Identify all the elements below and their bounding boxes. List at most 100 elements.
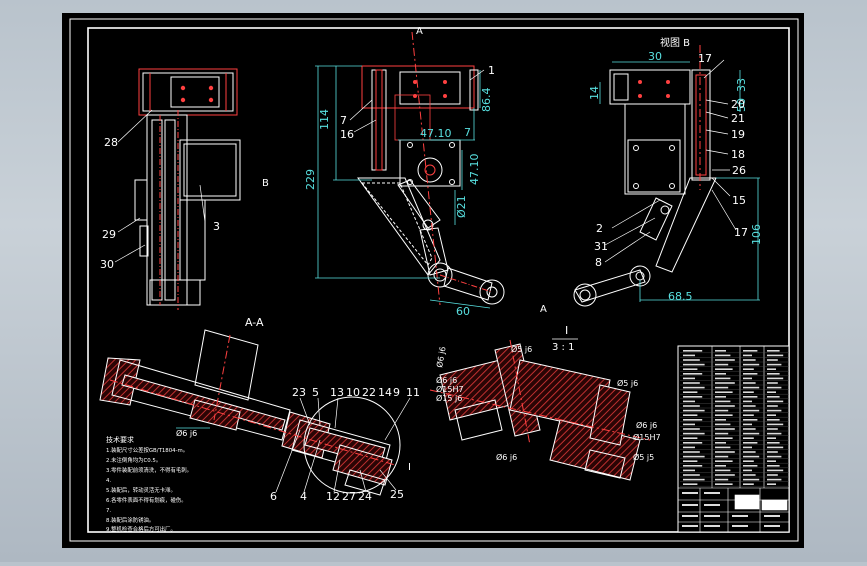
- section-a-a-label: A-A: [245, 316, 264, 329]
- note-line: 6.各零件表面不得有划痕，碰伤。: [106, 496, 187, 504]
- bom-cell-text: [767, 373, 780, 375]
- bom-cell-text: [683, 483, 698, 485]
- bom-cell-text: [743, 386, 760, 389]
- bom-cell-text: [743, 451, 756, 453]
- part-17: 17: [698, 52, 712, 65]
- bom-cell-text: [683, 382, 700, 384]
- bom-cell-text: [715, 377, 731, 380]
- bom-cell-text: [715, 414, 733, 416]
- fit-6: Ø5 j6: [511, 344, 532, 354]
- cut-letter-top: A: [416, 26, 423, 37]
- bom-cell-text: [683, 474, 700, 476]
- bom-cell-text: [743, 423, 752, 426]
- part-28: 28: [104, 136, 118, 149]
- bom-cell-text: [683, 428, 700, 430]
- bom-cell-text: [715, 400, 731, 403]
- inner-border: [87, 27, 790, 533]
- bom-cell-text: [715, 359, 735, 361]
- detail-id: I: [565, 324, 568, 337]
- bom-cell-text: [767, 442, 780, 444]
- bom-cell-text: [683, 432, 705, 435]
- bom-cell-text: [767, 405, 778, 407]
- bom-cell-text: [743, 432, 760, 435]
- bom-cell-text: [715, 354, 731, 357]
- bom-cell-text: [715, 350, 726, 352]
- title-block-text: [704, 492, 720, 494]
- bom-cell-text: [715, 363, 729, 366]
- bom-cell-text: [683, 446, 695, 449]
- part-12: 12: [326, 490, 340, 503]
- bom-cell-text: [683, 414, 698, 416]
- bom-cell-text: [767, 437, 776, 439]
- dim-68-5: 68.5: [668, 290, 693, 303]
- title-block-text: [704, 525, 720, 527]
- detail-scale: 3 : 1: [552, 342, 574, 353]
- bom-cell-text: [767, 400, 784, 403]
- part-24: 24: [358, 490, 372, 503]
- bom-cell-text: [743, 442, 758, 444]
- bom-cell-text: [743, 405, 756, 407]
- bom-cell-text: [743, 419, 758, 421]
- bom-table: [680, 350, 789, 487]
- bom-cell-text: [683, 409, 705, 412]
- bom-cell-text: [715, 396, 726, 398]
- bom-cell-text: [743, 437, 754, 439]
- bom-cell-text: [743, 359, 756, 361]
- bom-cell-text: [743, 373, 758, 375]
- view-arrow-b: B: [262, 178, 269, 189]
- bom-cell-text: [683, 465, 703, 467]
- bom-cell-text: [683, 400, 695, 403]
- bom-cell-text: [743, 377, 752, 380]
- title-block-text: [732, 515, 748, 517]
- bom-cell-text: [715, 423, 731, 426]
- part-27: 27: [342, 490, 356, 503]
- part-3: 3: [213, 220, 220, 233]
- note-line: 5.装配后，转动灵活无卡滞。: [106, 486, 176, 494]
- bom-cell-text: [767, 451, 778, 453]
- bom-cell-text: [767, 423, 784, 426]
- part-10: 10: [346, 386, 360, 399]
- bom-cell-text: [683, 442, 703, 444]
- fit-3: Ø6 j6: [436, 375, 457, 385]
- bom-cell-text: [683, 359, 700, 361]
- bom-cell-text: [767, 414, 776, 416]
- bom-cell-text: [743, 396, 758, 398]
- bom-cell-text: [767, 478, 782, 481]
- part-20: 20: [731, 98, 745, 111]
- left-view: [134, 68, 241, 310]
- bom-cell-text: [683, 455, 705, 458]
- bom-cell-text: [683, 478, 705, 481]
- part-22: 22: [362, 386, 376, 399]
- bom-cell-text: [743, 368, 754, 370]
- note-line: 1.装配尺寸公差按GB/T1804-m。: [106, 446, 188, 454]
- part-29: 29: [102, 228, 116, 241]
- fit-8: Ø5 j6: [617, 378, 638, 388]
- bom-cell-text: [715, 373, 726, 375]
- bom-cell-text: [743, 363, 760, 366]
- bom-cell-text: [767, 446, 784, 449]
- right-view: [573, 45, 717, 307]
- part-9: 9: [393, 386, 400, 399]
- bom-cell-text: [767, 377, 784, 380]
- bom-cell-text: [767, 469, 784, 472]
- bom-cell-text: [743, 382, 756, 384]
- title-block-text: [704, 504, 720, 506]
- part-13: 13: [330, 386, 344, 399]
- bom-cell-text: [743, 483, 754, 485]
- bom-cell-text: [743, 391, 754, 393]
- bom-cell-text: [715, 469, 731, 472]
- bom-cell-text: [683, 396, 703, 398]
- bom-cell-text: [715, 419, 726, 421]
- bom-cell-text: [767, 428, 778, 430]
- title-block-text: [764, 525, 780, 527]
- part-8: 8: [595, 256, 602, 269]
- bom-cell-text: [743, 465, 758, 467]
- bom-cell-text: [683, 363, 705, 366]
- bom-cell-text: [683, 451, 700, 453]
- outer-border: [69, 18, 799, 542]
- dim-86: 86.4: [480, 88, 493, 113]
- bom-cell-text: [767, 350, 780, 352]
- fit-9: Ø15H7: [633, 432, 661, 442]
